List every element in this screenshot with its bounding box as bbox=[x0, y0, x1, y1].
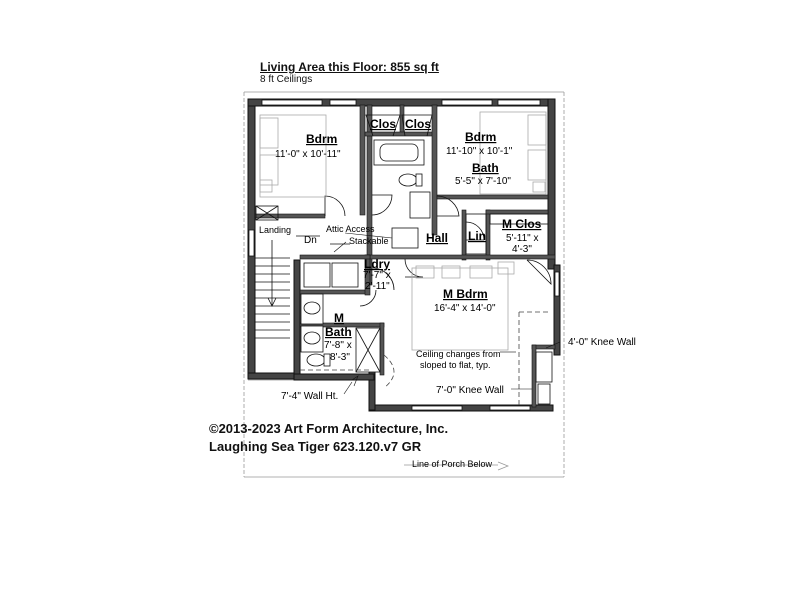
master-bath-fixtures bbox=[300, 293, 381, 373]
living-area-title: Living Area this Floor: 855 sq ft bbox=[260, 60, 439, 74]
bed-master bbox=[411, 261, 515, 351]
leader-lines bbox=[333, 232, 561, 395]
ceiling-change-line-1: Ceiling changes from bbox=[416, 349, 501, 359]
ldry-dims-2: 2'-11" bbox=[365, 281, 390, 292]
clos-1-name: Clos bbox=[370, 117, 396, 131]
knee-wall-lines bbox=[300, 311, 550, 405]
m-bath-dims-2: 8'-3" bbox=[330, 352, 350, 363]
interior-walls bbox=[254, 104, 556, 408]
m-clos-dims-2: 4'-3" bbox=[512, 244, 532, 255]
knee-wall-4-label: 4'-0" Knee Wall bbox=[568, 337, 636, 348]
m-bath-name-2: Bath bbox=[325, 325, 352, 339]
m-bath-dims-1: 7'-8" x bbox=[324, 340, 352, 351]
bath-name: Bath bbox=[472, 161, 499, 175]
clos-2-name: Clos bbox=[405, 117, 431, 131]
wall-height-label: 7'-4" Wall Ht. bbox=[281, 391, 338, 402]
lin-name: Lin bbox=[468, 229, 486, 243]
m-bdrm-name: M Bdrm bbox=[443, 287, 488, 301]
m-bdrm-dims: 16'-4" x 14'-0" bbox=[434, 303, 496, 314]
ldry-dims-1: 7'-7" x bbox=[363, 270, 391, 281]
porch-line-label: Line of Porch Below bbox=[412, 459, 493, 469]
m-bath-name-1: M bbox=[334, 311, 344, 325]
storage-shelving bbox=[465, 213, 553, 405]
bdrm-right-name: Bdrm bbox=[465, 130, 496, 144]
ldry-name: Ldry bbox=[364, 257, 390, 271]
stackable-label: Stackable bbox=[349, 236, 389, 246]
bdrm-left-dims: 11'-0" x 10'-11" bbox=[275, 149, 341, 160]
bed-right bbox=[479, 111, 547, 195]
m-clos-name: M Clos bbox=[502, 217, 542, 231]
dn-label: Dn bbox=[304, 235, 317, 246]
stairs bbox=[255, 205, 320, 339]
windows bbox=[248, 99, 560, 411]
ceiling-change-line-2: sloped to flat, typ. bbox=[420, 360, 491, 370]
attic-access-label: Attic Access bbox=[326, 224, 375, 234]
landing-label: Landing bbox=[259, 225, 291, 235]
ceiling-height-note: 8 ft Ceilings bbox=[260, 74, 313, 85]
bath-dims: 5'-5" x 7'-10" bbox=[455, 176, 511, 187]
plan-name-line: Laughing Sea Tiger 623.120.v7 GR bbox=[209, 439, 422, 454]
bdrm-left-name: Bdrm bbox=[306, 132, 337, 146]
bath-fixtures bbox=[373, 139, 431, 219]
copyright-line: ©2013-2023 Art Form Architecture, Inc. bbox=[209, 421, 449, 436]
bdrm-right-dims: 11'-10" x 10'-1" bbox=[446, 146, 513, 157]
copyright-block: ©2013-2023 Art Form Architecture, Inc. L… bbox=[209, 420, 448, 456]
bed-left bbox=[259, 114, 327, 198]
closet-shelves bbox=[365, 114, 433, 137]
hall-name: Hall bbox=[426, 231, 448, 245]
knee-wall-7-label: 7'-0" Knee Wall bbox=[436, 385, 504, 396]
m-clos-dims-1: 5'-11" x bbox=[506, 233, 539, 244]
